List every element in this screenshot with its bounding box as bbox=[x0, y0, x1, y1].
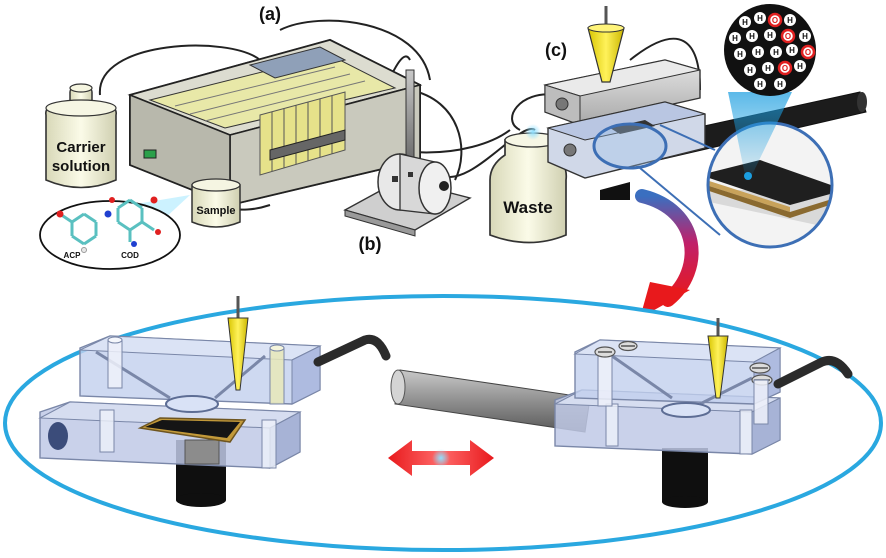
acp-label: ACP bbox=[64, 251, 82, 260]
flow-cell-top: (c) bbox=[543, 6, 867, 200]
h-atom-text: H bbox=[765, 64, 771, 73]
cod-molecule: COD bbox=[109, 196, 161, 260]
h-atom-text: H bbox=[732, 34, 738, 43]
curved-arrow-down bbox=[635, 189, 699, 318]
o-atom-text: O bbox=[772, 16, 778, 25]
h-atom-text: H bbox=[773, 48, 779, 57]
h-atom-text: H bbox=[757, 80, 763, 89]
h-atom-text: H bbox=[737, 50, 743, 59]
carrier-solution-bottle: Carrier solution bbox=[45, 83, 117, 189]
h-atoms: H H H H H H H H H H H H H H H H bbox=[729, 12, 811, 90]
cod-label: COD bbox=[121, 251, 139, 260]
sample-vial: Sample bbox=[191, 178, 241, 228]
label-b: (b) bbox=[359, 234, 382, 254]
h-atom-text: H bbox=[749, 32, 755, 41]
h-atom-text: H bbox=[777, 80, 783, 89]
h-atom-text: H bbox=[789, 46, 795, 55]
h-atom-text: H bbox=[802, 32, 808, 41]
peristaltic-pump: (a) bbox=[127, 4, 423, 207]
cell-detail-right bbox=[553, 318, 853, 508]
o-atom-text: O bbox=[805, 48, 811, 57]
waste-bottle: Waste bbox=[489, 124, 568, 244]
double-arrow bbox=[388, 440, 494, 476]
o-atom-text: O bbox=[785, 32, 791, 41]
carrier-label-line1: Carrier bbox=[56, 139, 105, 156]
h-atom-text: H bbox=[797, 62, 803, 71]
waste-label: Waste bbox=[503, 198, 552, 217]
h-atom-text: H bbox=[767, 31, 773, 40]
label-c: (c) bbox=[545, 40, 567, 60]
h-atom-text: H bbox=[755, 48, 761, 57]
h-atom-text: H bbox=[742, 18, 748, 27]
o-atom-text: O bbox=[782, 64, 788, 73]
injection-valve: (b) bbox=[343, 69, 472, 254]
h-atom-text: H bbox=[757, 14, 763, 23]
analyte-molecules: ACP COD bbox=[39, 196, 181, 270]
o-atoms: O O O O bbox=[767, 12, 816, 76]
h-atom-text: H bbox=[787, 16, 793, 25]
zoom-ring bbox=[592, 122, 668, 170]
solvent-molecules-cluster: H H H H H H H H H H H H H H H H bbox=[724, 4, 816, 96]
acp-molecule: ACP bbox=[56, 210, 112, 260]
carrier-label-line2: solution bbox=[52, 158, 110, 175]
sample-label: Sample bbox=[196, 205, 235, 217]
h-atom-text: H bbox=[747, 66, 753, 75]
cell-detail-left bbox=[38, 296, 391, 507]
electrode-zoom-view bbox=[639, 92, 834, 249]
label-a: (a) bbox=[259, 4, 281, 24]
